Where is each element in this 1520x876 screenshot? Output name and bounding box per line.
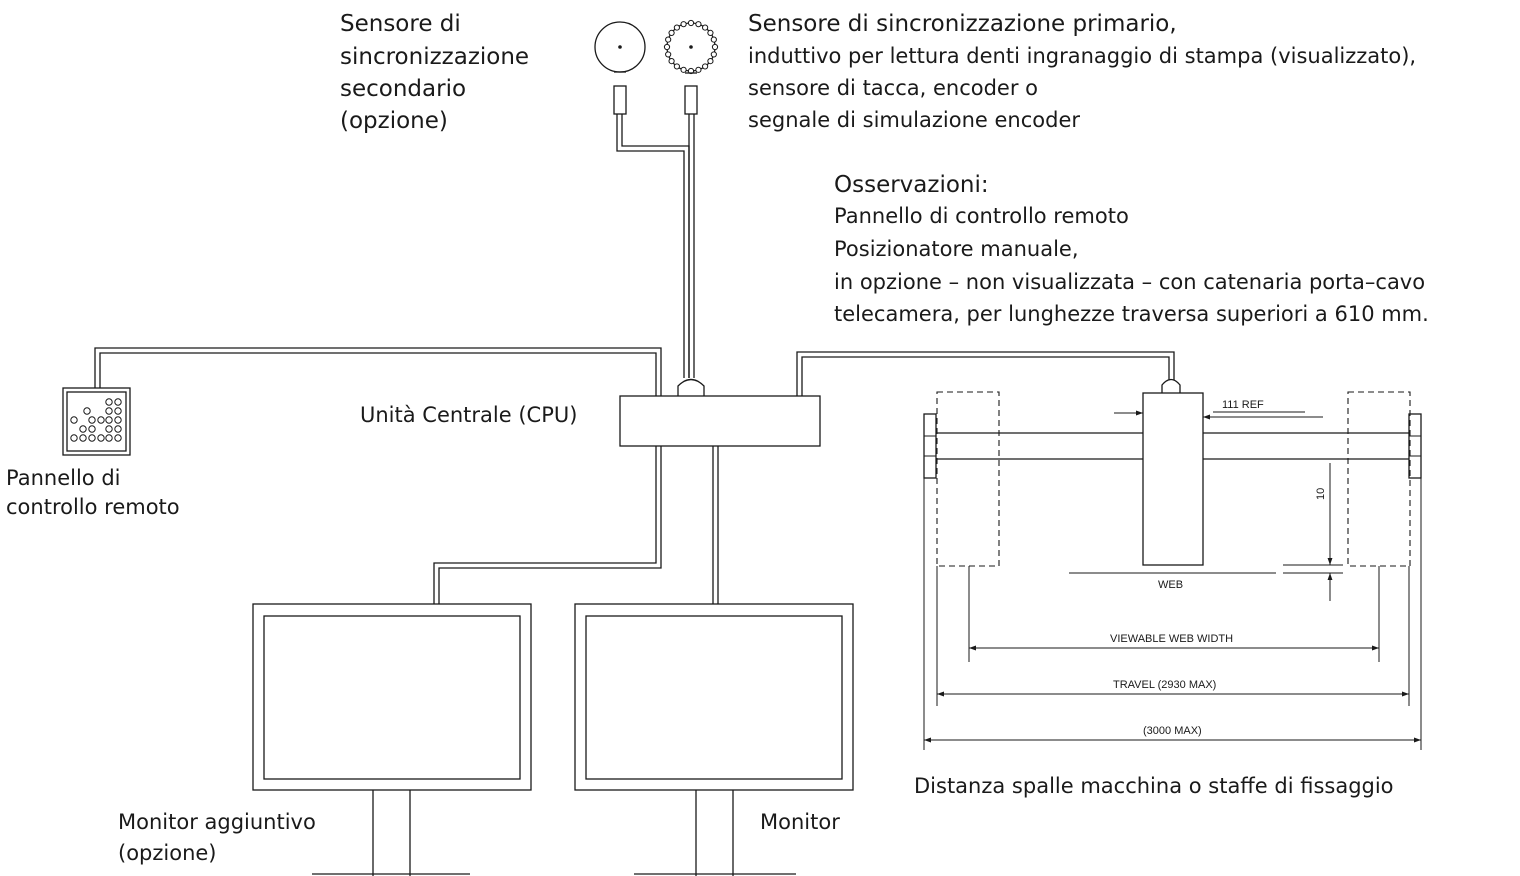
dim-111-ref: 111 REF (1222, 399, 1264, 411)
notes-title: Osservazioni: (834, 172, 989, 198)
primary-sensor-line-4: segnale di simulazione encoder (748, 108, 1080, 132)
remote-control-panel (62, 387, 131, 456)
secondary-sensor-line-1: Sensore di (340, 11, 461, 37)
main-monitor (574, 603, 854, 876)
remote-panel-line-2: controllo remoto (6, 495, 180, 519)
primary-sensor-line-2: induttivo per lettura denti ingranaggio … (748, 44, 1416, 68)
notes: Osservazioni: Pannello di controllo remo… (834, 172, 1429, 326)
cpu-label: Unità Centrale (CPU) (360, 403, 577, 427)
dim-travel: TRAVEL (2930 MAX) (1113, 679, 1216, 691)
secondary-sensor-line-4: (opzione) (340, 108, 448, 134)
traverse-drawing (923, 378, 1422, 750)
primary-sync-sensor-gear (663, 19, 719, 115)
primary-sensor-label: Sensore di sincronizzazione primario, in… (748, 11, 1416, 132)
note-line-4: telecamera, per lunghezze traversa super… (834, 302, 1429, 326)
extra-monitor (252, 603, 532, 876)
note-line-1: Pannello di controllo remoto (834, 204, 1129, 228)
remote-panel-line-1: Pannello di (6, 466, 121, 490)
dim-web: WEB (1158, 579, 1183, 591)
dim-overall: (3000 MAX) (1143, 725, 1202, 737)
note-line-3: in opzione – non visualizzata – con cate… (834, 270, 1425, 294)
secondary-sync-sensor (594, 21, 646, 115)
secondary-sensor-line-3: secondario (340, 76, 466, 102)
dim-10: 10 (1315, 488, 1327, 500)
extra-monitor-label: Monitor aggiuntivo (opzione) (118, 810, 316, 865)
note-line-2: Posizionatore manuale, (834, 237, 1079, 261)
extra-monitor-line-2: (opzione) (118, 841, 217, 865)
primary-sensor-line-1: Sensore di sincronizzazione primario, (748, 11, 1177, 37)
remote-panel-label: Pannello di controllo remoto (6, 466, 180, 519)
cables (94, 114, 1175, 604)
secondary-sensor-label: Sensore di sincronizzazione secondario (… (340, 11, 529, 134)
primary-sensor-line-3: sensore di tacca, encoder o (748, 76, 1038, 100)
dim-viewable-web-width: VIEWABLE WEB WIDTH (1110, 633, 1233, 645)
monitor-label: Monitor (760, 810, 840, 834)
extra-monitor-line-1: Monitor aggiuntivo (118, 810, 316, 834)
cpu-unit (619, 378, 821, 447)
secondary-sensor-line-2: sincronizzazione (340, 44, 529, 70)
machine-distance-label: Distanza spalle macchina o staffe di fis… (914, 774, 1394, 798)
